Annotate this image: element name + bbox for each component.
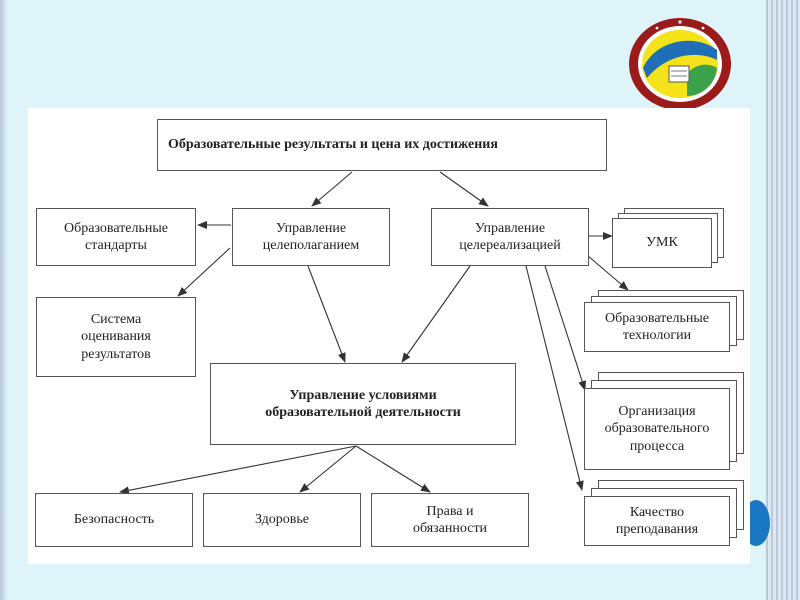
- technologies-label: Образовательные технологии: [605, 310, 709, 344]
- box-assessment-system: Система оценивания результатов: [36, 297, 196, 377]
- stack-layer: [584, 496, 730, 546]
- stack-layer: [584, 302, 730, 352]
- arrow-top-to-goal-setting: [311, 171, 353, 207]
- quality-label: Качество преподавания: [615, 504, 699, 538]
- box-safety: Безопасность: [35, 493, 193, 547]
- arrow-goal-setting-to-conditions: [307, 265, 346, 363]
- arrow-goal-realization-to-conditions: [401, 265, 471, 363]
- stack-layer: [612, 218, 712, 268]
- arrow-conditions-to-rights: [355, 445, 431, 493]
- slide-right-border: [766, 0, 800, 600]
- umk-label: УМК: [646, 235, 678, 251]
- box-goal-realization: Управление целереализацией: [431, 208, 589, 266]
- arrow-conditions-to-safety: [119, 445, 357, 495]
- stack-umk: УМК: [612, 208, 724, 268]
- arrow-goal-realization-to-organization: [544, 265, 587, 391]
- stack-quality: Качество преподавания: [584, 480, 746, 546]
- box-conditions-management: Управление условиями образовательной дея…: [210, 363, 516, 445]
- box-rights-and-duties: Права и обязанности: [371, 493, 529, 547]
- stack-layer: [584, 388, 730, 470]
- slide-left-border: [0, 0, 8, 600]
- arrow-goal-setting-to-assessment: [177, 247, 231, 297]
- arrow-goal-realization-to-technologies: [587, 255, 629, 291]
- box-health: Здоровье: [203, 493, 361, 547]
- box-results-and-cost: Образовательные результаты и цена их дос…: [157, 119, 607, 171]
- arrow-top-to-goal-realization: [439, 171, 489, 207]
- arrow-goal-realization-to-quality: [525, 265, 584, 491]
- organization-label: Организация образовательного процесса: [604, 403, 710, 454]
- stack-technologies: Образовательные технологии: [584, 290, 744, 352]
- box-standards: Образовательные стандарты: [36, 208, 196, 266]
- box-goal-setting: Управление целеполаганием: [232, 208, 390, 266]
- stack-organization: Организация образовательного процесса: [584, 372, 746, 470]
- school-emblem-icon: [629, 18, 731, 110]
- arrow-conditions-to-health: [299, 445, 357, 493]
